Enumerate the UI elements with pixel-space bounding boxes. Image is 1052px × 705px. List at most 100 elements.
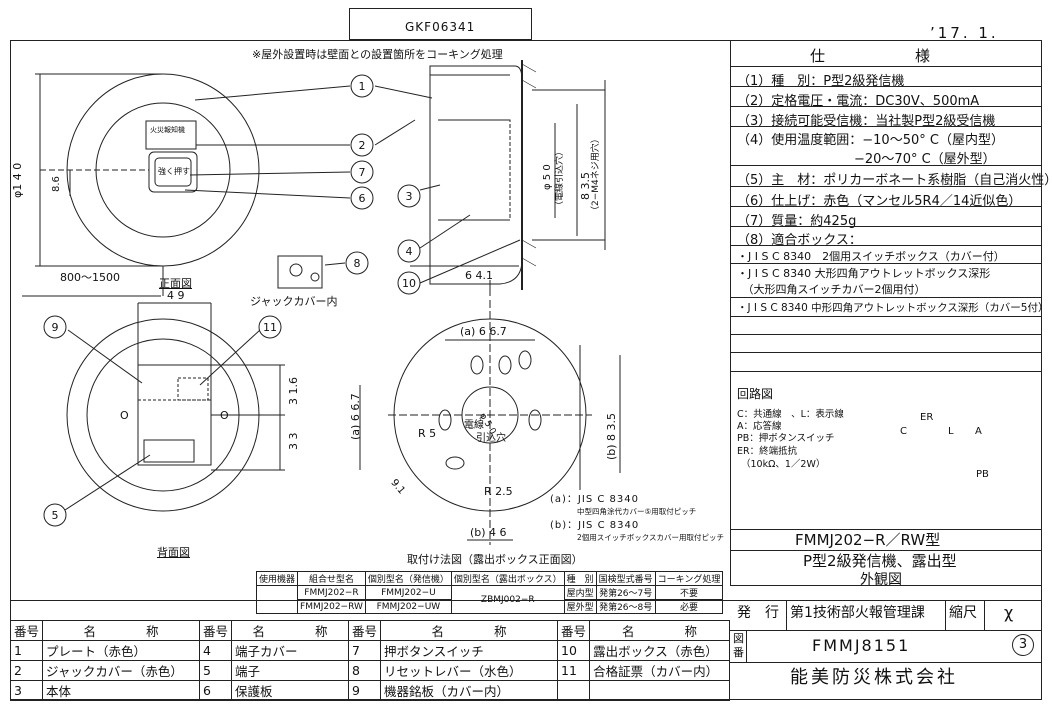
mt-r0c4: 屋内型 <box>563 585 597 600</box>
parts-col-name-2: 名 称 <box>231 620 350 641</box>
spec-row-1: （1）種 別：P型2級発信機 <box>737 74 905 89</box>
note-b-1: (b)：JIS C 8340 <box>550 520 640 531</box>
drawing-label-2: 番 <box>733 646 744 659</box>
part-no: 7 <box>348 640 382 661</box>
mt-r1c6: 必要 <box>654 599 724 614</box>
plate-rect <box>145 120 197 150</box>
part-no: 4 <box>199 640 233 661</box>
parts-row: 2 ジャックカバー（赤色） 5 端子 8 リセットレバー（水色） 11 合格証票… <box>9 660 730 681</box>
dim-a66-7-h: (a) 6 6.7 <box>460 325 507 338</box>
side-box-edge <box>532 89 605 241</box>
part-no: 1 <box>9 640 44 661</box>
part-name: 端子カバー <box>231 640 350 661</box>
part-no: 6 <box>199 680 233 701</box>
circuit-legend-4: ER：終端抵抗 <box>737 446 798 457</box>
mt-h1: 組合せ型名 <box>297 571 366 586</box>
plate-text-1: 火災報知機 <box>150 126 185 134</box>
part-name <box>589 680 730 701</box>
parts-col-no-2: 番号 <box>199 620 233 641</box>
part-no: 5 <box>199 660 233 681</box>
part-no: 3 <box>9 680 44 701</box>
spec-divider <box>730 40 731 585</box>
spec-row-3: （3）接続可能受信機：当社製P型2級受信機 <box>737 114 996 129</box>
svg-text:10: 10 <box>402 277 416 290</box>
dim-49: 4 9 <box>167 289 185 302</box>
mt-h5: 国検型式番号 <box>595 571 656 586</box>
parts-table: 番号 名 称 番号 名 称 番号 名 称 番号 名 称 1 プレート（赤色） 4… <box>9 620 730 701</box>
spec-row-6: （6）仕上げ：赤色（マンセル5R4／14近似色） <box>737 194 1022 209</box>
wire-text-2: 引込穴 <box>476 433 506 444</box>
spec-row-2: （2）定格電圧・電流：DC30V、500mA <box>737 94 980 109</box>
svg-text:9: 9 <box>52 321 59 334</box>
callout-3 <box>397 184 421 208</box>
spec-row-8b: ・J I S C 8340 大形四角アウトレットボックス深形 <box>737 267 991 280</box>
spec-row-4: （4）使用温度範囲：−10～50° C（屋内型） <box>737 133 1004 148</box>
part-no: 10 <box>557 640 591 661</box>
drawing-kind: 外観図 <box>860 572 902 588</box>
mt-h2: 個別型名（発信機） <box>364 571 452 586</box>
callout-6 <box>350 186 374 210</box>
callout-2 <box>350 133 374 157</box>
circuit-er: ER <box>920 412 934 423</box>
dim-b83-5: (b) 8 3.5 <box>605 412 618 460</box>
issue-label: 発 行 <box>737 605 779 621</box>
mt-r1c1: FMMJ202−RW <box>297 599 366 614</box>
callout-11 <box>258 315 282 339</box>
dim-a66-7-v: (a) 6 6.7 <box>349 393 362 440</box>
mt-h4: 種 別 <box>563 571 597 586</box>
mt-r0c1: FMMJ202−R <box>297 585 366 600</box>
callout-9 <box>43 315 67 339</box>
dim-8-6: 8.6 <box>51 176 62 192</box>
svg-text:11: 11 <box>263 321 277 334</box>
model-table: 使用機器 組合せ型名 個別型名（発信機） 個別型名（露出ボックス） 種 別 国検… <box>255 571 724 614</box>
note-b-2: 2個用スイッチボックスカバー用取付ピッチ <box>577 533 725 542</box>
mt-h6: コーキング処理 <box>654 571 724 586</box>
svg-text:5: 5 <box>52 509 59 522</box>
scale-value: χ <box>1004 603 1014 622</box>
back-terminal-block <box>137 364 212 466</box>
spec-row-8a: ・J I S C 8340 2個用スイッチボックス（カバー付） <box>737 250 1005 263</box>
spec-row-8b2: （大形四角スイッチカバー2個用付） <box>737 283 926 296</box>
part-no: 8 <box>348 660 382 681</box>
mt-r0c5: 発第26～7号 <box>595 585 656 600</box>
circuit-legend-3: PB：押ボタンスイッチ <box>737 433 835 444</box>
drawing-number: FMMJ8151 <box>812 636 911 655</box>
spec-row-8: （8）適合ボックス： <box>737 233 862 248</box>
circuit-c: C <box>900 426 907 437</box>
parts-col-no-3: 番号 <box>348 620 382 641</box>
note-a-2: 中型四角涂代カバー⑤用取付ピッチ <box>577 507 697 516</box>
part-no: 2 <box>9 660 44 681</box>
callout-7 <box>350 160 374 184</box>
mt-h3: 個別型名（露出ボックス） <box>450 571 565 586</box>
circuit-legend-1: C：共通線 、L：表示線 <box>737 409 844 420</box>
revision-mark: 3 <box>1012 634 1034 656</box>
dim-31-6: 3 1.6 <box>287 377 300 405</box>
mt-r1c5: 発第26～8号 <box>595 599 656 614</box>
department: 第1技術部火報管理課 <box>790 605 925 621</box>
dim-r5: R 5 <box>418 427 437 440</box>
part-no <box>557 680 591 701</box>
parts-row: 3 本体 6 保護板 9 機器銘板（カバー内） <box>9 680 730 701</box>
header-code-box <box>349 8 532 40</box>
dim-64-1: 6 4.1 <box>465 269 493 282</box>
circuit-legend-2: A：応答線 <box>737 421 782 432</box>
dim-d50-side: φ 5 0 <box>542 164 553 190</box>
part-name: 機器銘板（カバー内） <box>380 680 559 701</box>
svg-text:1: 1 <box>359 80 366 93</box>
callout-8 <box>345 251 369 275</box>
svg-text:4: 4 <box>406 245 413 258</box>
wire-text-1: 電線 <box>464 420 484 431</box>
dim-800-1500: 800～1500 <box>60 271 120 284</box>
mt-r1c2: FMMJ202−UW <box>364 599 452 614</box>
callout-1 <box>350 74 374 98</box>
part-name: 本体 <box>42 680 201 701</box>
mt-r0c6: 不要 <box>654 585 724 600</box>
part-no: 9 <box>348 680 382 701</box>
part-name: ジャックカバー（赤色） <box>42 660 201 681</box>
circuit-legend-5: （10kΩ、1／2W） <box>741 459 826 470</box>
mt-r0c0 <box>255 585 299 614</box>
callout-5 <box>43 503 67 527</box>
circuit-pb: PB <box>976 469 989 480</box>
technical-drawing: 1 2 7 6 3 4 10 8 9 11 5 <box>22 60 621 545</box>
callout-10 <box>397 271 421 295</box>
